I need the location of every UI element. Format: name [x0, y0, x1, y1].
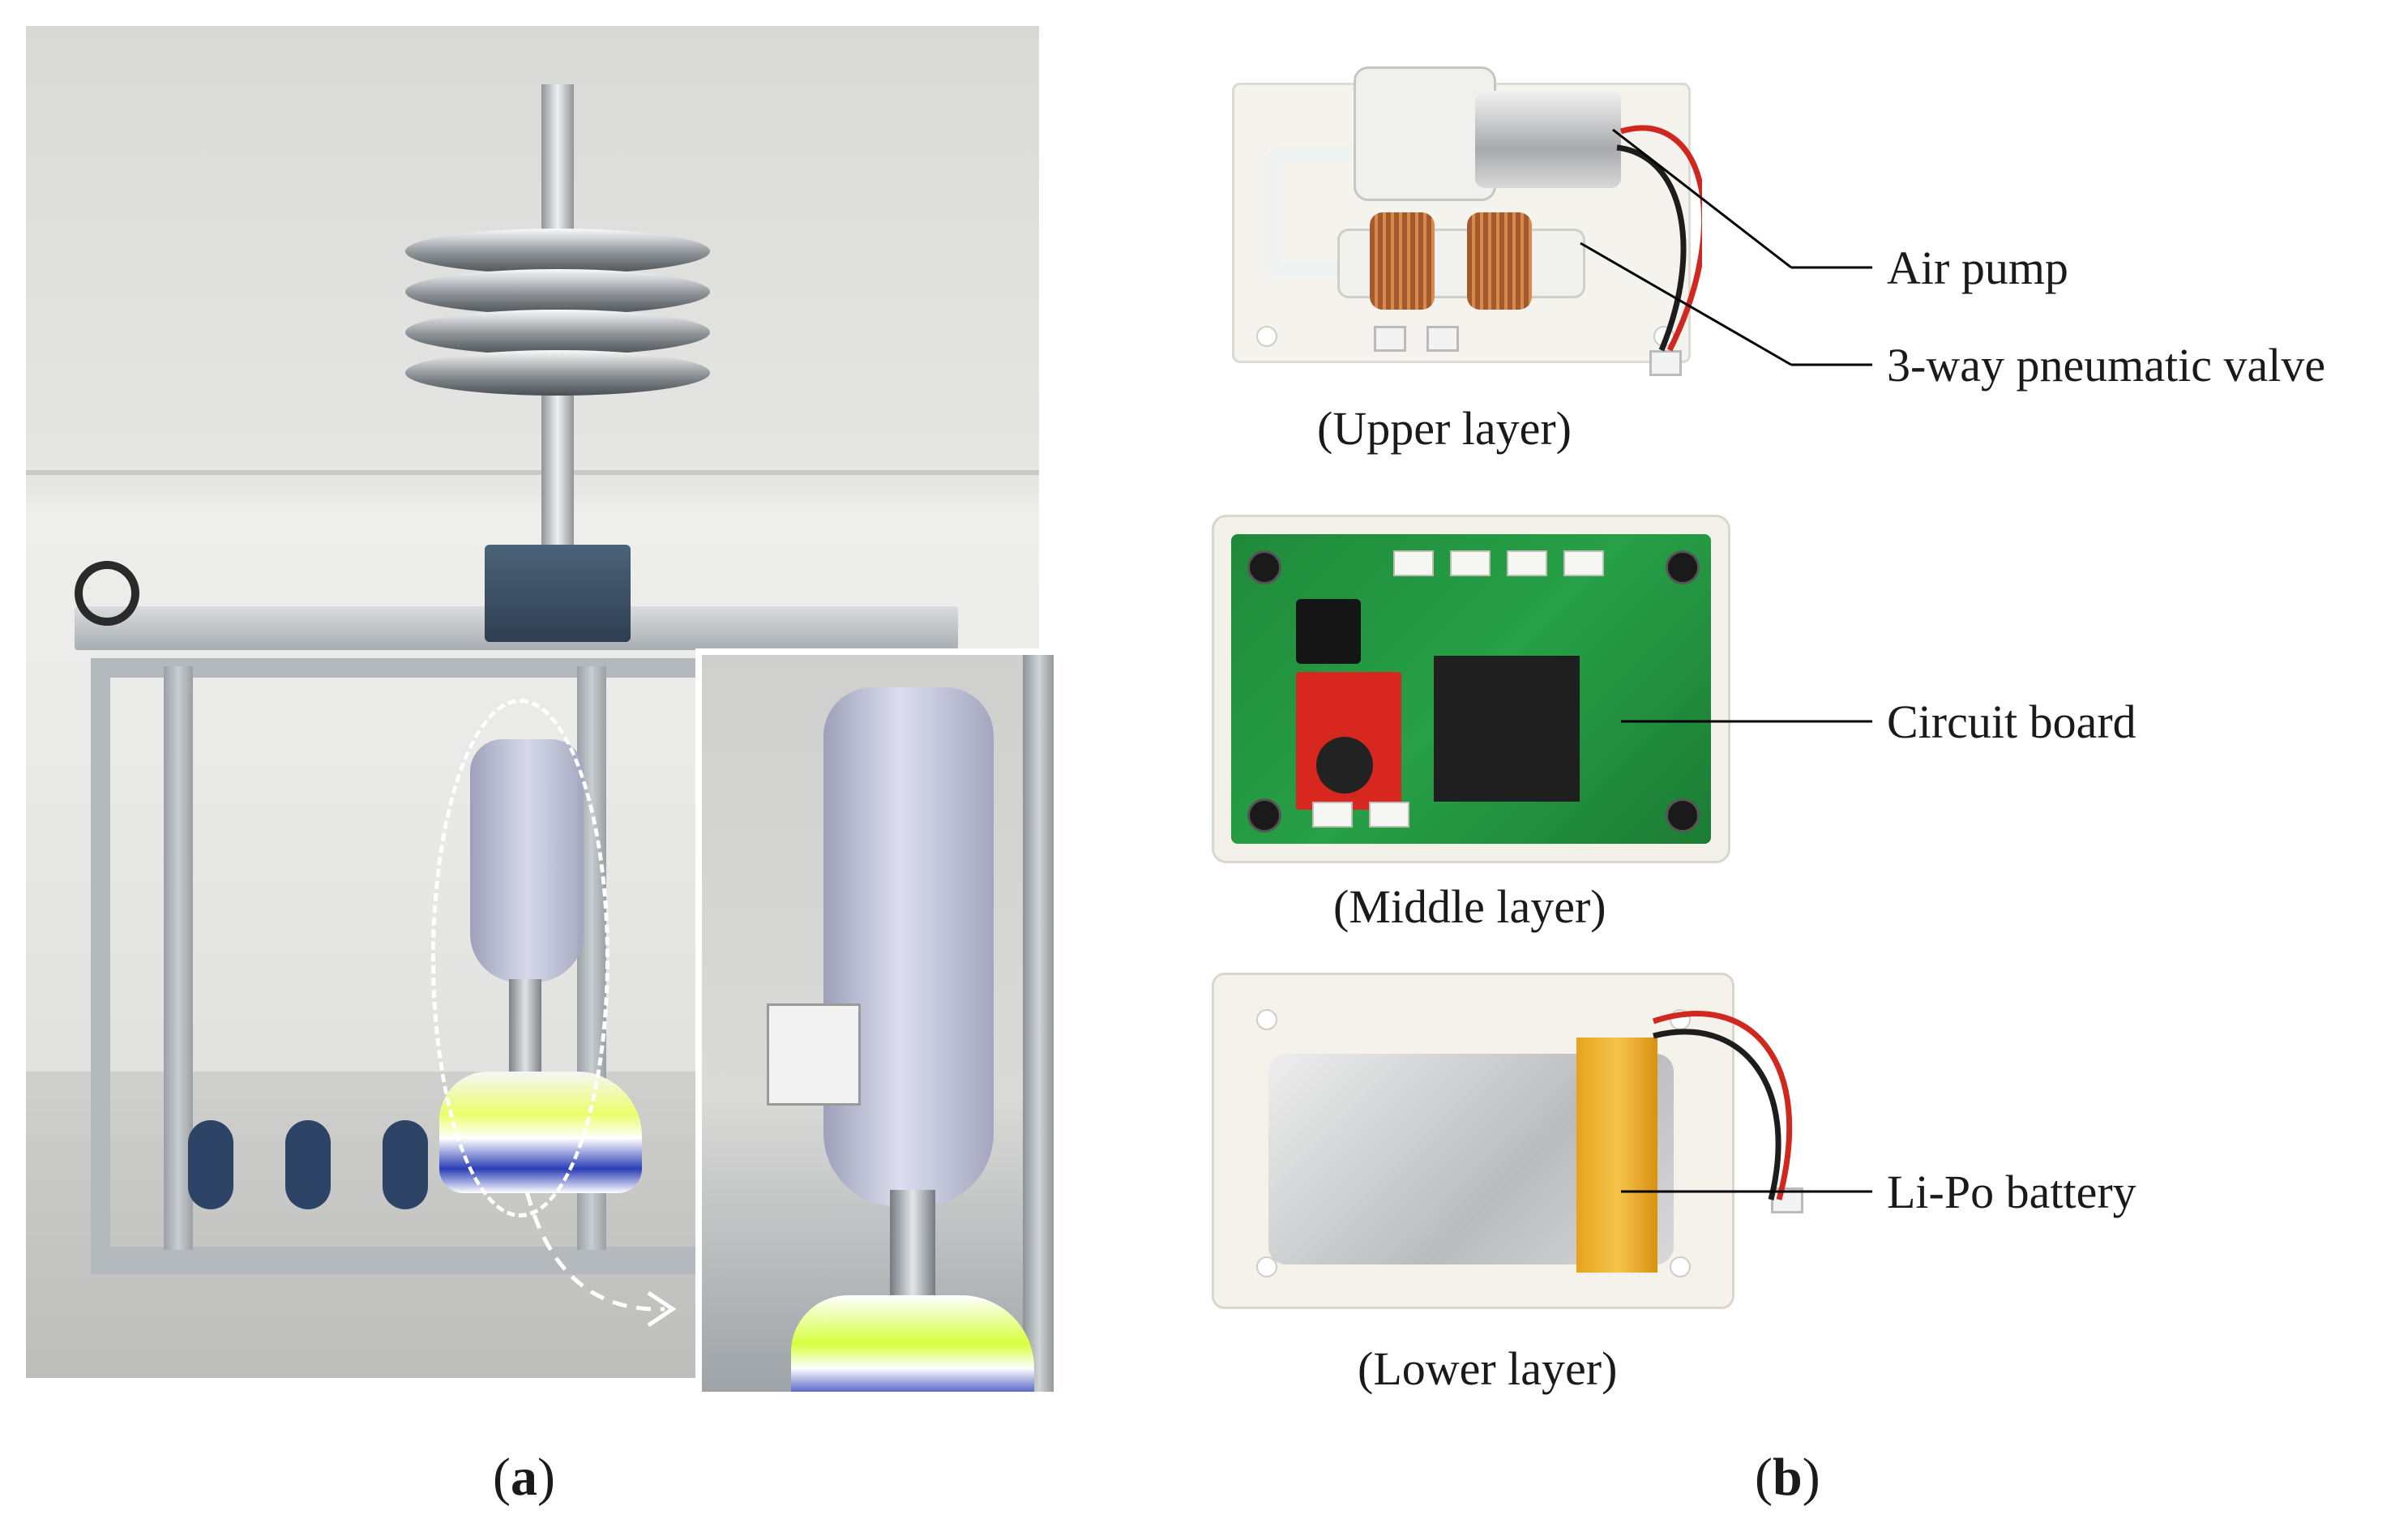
air-pump-motor	[1475, 91, 1621, 188]
pcb	[1231, 534, 1711, 844]
pcb-header	[1563, 550, 1604, 576]
wire-connector	[1374, 326, 1406, 352]
floor-pad	[188, 1120, 233, 1209]
pcb-header	[1312, 802, 1353, 828]
pressure-sensor	[1296, 599, 1361, 664]
pcb-header	[1393, 550, 1434, 576]
air-pump-label: Air pump	[1887, 242, 2068, 294]
case-screw	[1666, 798, 1700, 832]
valve-coil	[1370, 212, 1435, 310]
pcb-header	[1369, 802, 1409, 828]
case-screw	[1247, 798, 1281, 832]
wall-line	[26, 470, 1039, 475]
battery-wires	[1652, 1011, 1793, 1200]
zoom-highlight-ellipse	[431, 699, 609, 1217]
valve-coil	[1467, 212, 1532, 310]
upper-layer-caption: (Upper layer)	[1317, 402, 1572, 455]
pcb-header	[1450, 550, 1491, 576]
mount-hole	[1256, 1009, 1277, 1030]
circuit-board-label: Circuit board	[1887, 695, 2136, 748]
socket-control-device	[767, 1003, 861, 1106]
weight-plate	[405, 229, 710, 274]
middle-layer-caption: (Middle layer)	[1333, 880, 1606, 933]
middle-layer-photo	[1212, 515, 1730, 863]
handwheel	[75, 561, 139, 626]
zoomed-inset-photo	[695, 648, 1060, 1398]
case-screw	[1666, 550, 1700, 584]
battery-label: Li-Po battery	[1887, 1166, 2136, 1218]
inductor	[1316, 737, 1373, 794]
prosthetic-socket	[823, 687, 994, 1206]
linear-slider-block	[485, 545, 631, 642]
frame-post	[1023, 655, 1054, 1392]
valve-label: 3-way pneumatic valve	[1887, 339, 2326, 391]
panel-label-b: (b)	[1755, 1448, 1820, 1507]
floor-pad	[285, 1120, 331, 1209]
floor-pad	[383, 1120, 428, 1209]
wire-connector	[1426, 326, 1459, 352]
microcontroller-chip	[1434, 656, 1580, 802]
mount-hole	[1256, 326, 1277, 347]
weight-plate	[405, 269, 710, 314]
lower-layer-caption: (Lower layer)	[1358, 1342, 1618, 1395]
panel-label-a: (a)	[493, 1448, 555, 1507]
wire-connector	[1649, 350, 1682, 376]
upper-layer-photo	[1216, 58, 1702, 383]
case-screw	[1247, 550, 1281, 584]
pump-wires	[1616, 125, 1702, 352]
weight-plate	[405, 350, 710, 396]
mount-hole	[1670, 1256, 1691, 1277]
kapton-tape	[1576, 1038, 1657, 1273]
weight-plate	[405, 310, 710, 355]
pcb-header	[1507, 550, 1547, 576]
shoe	[791, 1295, 1034, 1392]
